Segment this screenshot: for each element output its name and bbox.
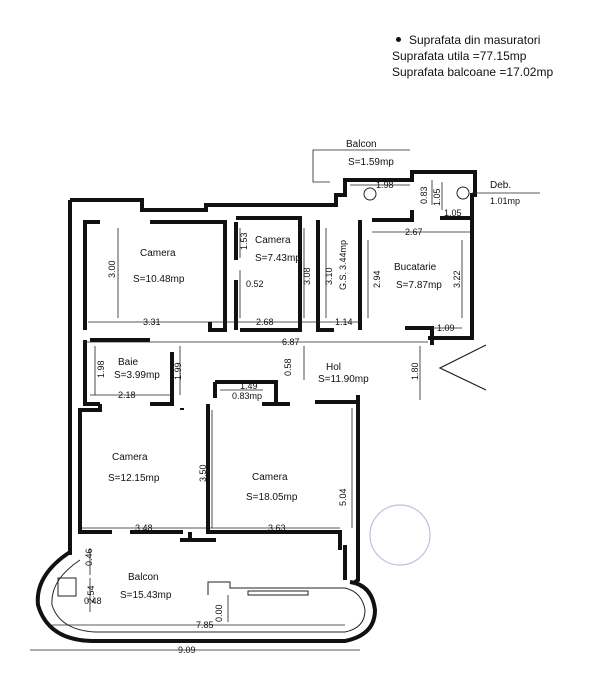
camera2-name: Camera (255, 235, 291, 246)
balcon-bottom-name: Balcon (128, 572, 159, 583)
corridor-wall (80, 404, 102, 412)
dim-1-14: 1.14 (335, 317, 353, 327)
useful-area: Suprafata utila =77.15mp (392, 49, 527, 63)
camera3-area: S=12.15mp (108, 473, 160, 484)
dim-1-99: 1.99 (173, 362, 183, 380)
deb-name: Deb. (490, 180, 511, 191)
dimension-lines (30, 180, 470, 651)
balcony-post (57, 577, 77, 597)
dim-6-87: 6.87 (282, 337, 300, 347)
dim-1-05-v: 1.05 (432, 188, 442, 206)
closet-area: 0.83mp (232, 391, 262, 401)
dim-3-00: 3.00 (107, 260, 117, 278)
camera2-area: S=7.43mp (255, 253, 301, 264)
camera1-walls (83, 220, 227, 332)
bucatarie-name: Bucatarie (394, 262, 437, 273)
top-balcony-leader (312, 149, 410, 183)
dim-0-00: 0.00 (214, 604, 224, 622)
dim-0-58: 0.58 (283, 358, 293, 376)
deb-fixture (456, 186, 470, 200)
dim-0-52: 0.52 (246, 279, 264, 289)
top-balcony-fixture (363, 187, 377, 201)
hol-area: S=11.90mp (318, 374, 369, 385)
camera1-area: S=10.48mp (133, 274, 185, 285)
dim-1-49: 1.49 (240, 381, 258, 391)
bucatarie-area: S=7.87mp (396, 280, 442, 291)
gs-walls (316, 220, 334, 332)
area-summary: Suprafata din masuratori Suprafata utila… (392, 32, 553, 80)
dim-2-68: 2.68 (256, 317, 274, 327)
dim-7-85: 7.85 (196, 620, 214, 630)
kitchen-walls (358, 210, 470, 345)
balcon-top-area: S=1.59mp (348, 157, 394, 168)
dim-1-98-v: 1.98 (96, 360, 106, 378)
dim-1-80: 1.80 (410, 362, 420, 380)
dim-1-09: 1.09 (437, 323, 455, 333)
outer-wall (68, 170, 477, 555)
dim-0-48: 0.48 (84, 596, 102, 606)
camera3-name: Camera (112, 452, 148, 463)
dim-3-08: 3.08 (302, 267, 312, 285)
baie-walls (83, 338, 174, 406)
dim-2-67: 2.67 (405, 227, 423, 237)
stamp-seal (369, 504, 431, 566)
dim-3-63: 3.63 (268, 523, 286, 533)
dim-5-04: 5.04 (338, 488, 348, 506)
camera4-walls (180, 404, 347, 580)
dim-9-09: 9.09 (178, 645, 196, 655)
summary-title: Suprafata din masuratori (409, 33, 541, 47)
dim-2-54: 2.54 (86, 585, 96, 603)
gs-area: 3.44mp (338, 240, 348, 270)
camera1-name: Camera (140, 248, 176, 259)
balcony-window (247, 590, 309, 596)
camera4-name: Camera (252, 472, 288, 483)
gs-name: G.S. (338, 272, 348, 290)
camera3-walls (78, 408, 192, 540)
dim-1-98-top: 1.98 (376, 180, 394, 190)
dim-2-94: 2.94 (372, 270, 382, 288)
closet-walls (213, 380, 290, 406)
bullet-icon (396, 37, 401, 43)
hol-name: Hol (326, 362, 341, 373)
dim-3-48: 3.48 (135, 523, 153, 533)
dim-3-22: 3.22 (452, 270, 462, 288)
camera4-area: S=18.05mp (246, 492, 298, 503)
balcony-area: Suprafata balcoane =17.02mp (392, 65, 554, 79)
dim-3-10: 3.10 (324, 267, 334, 285)
east-wall (353, 395, 360, 584)
balcony-inner-line (51, 559, 366, 633)
dim-1-53: 1.53 (239, 232, 249, 250)
baie-area: S=3.99mp (114, 370, 160, 381)
summary-title-row: Suprafata din masuratori (392, 32, 553, 48)
balcon-bottom-area: S=15.43mp (120, 590, 172, 601)
balcon-top-name: Balcon (346, 139, 377, 150)
dim-3-50: 3.50 (198, 464, 208, 482)
dim-0-46: 0.46 (84, 548, 94, 566)
deb-area: 1.01mp (490, 196, 520, 206)
bottom-balcony-wall (35, 550, 378, 643)
dim-3-31: 3.31 (143, 317, 161, 327)
entrance-arrow-icon (438, 344, 487, 391)
dim-1-05-h: 1.05 (444, 208, 462, 218)
baie-name: Baie (118, 357, 138, 368)
dim-2-18: 2.18 (118, 390, 136, 400)
dim-0-83: 0.83 (419, 186, 429, 204)
